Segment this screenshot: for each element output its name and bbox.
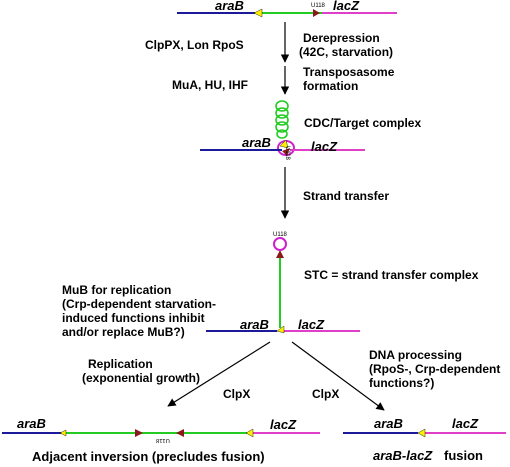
u118-marker-left: [135, 429, 143, 437]
fusion-product: [343, 428, 506, 438]
end-marker: [417, 428, 426, 438]
mu-end-marker: [245, 428, 254, 438]
arrow-dna-processing: [291, 341, 385, 411]
mub-label-line-3: induced functions inhibit: [62, 311, 205, 325]
derepression-label: Derepression: [303, 31, 380, 45]
u118-label: U118: [311, 3, 325, 9]
replication-label: Replication: [88, 357, 153, 371]
mu-left-end-marker: [279, 139, 289, 149]
ara-gene-label: araB: [17, 416, 46, 431]
ara-gene-label: araB: [215, 0, 244, 13]
transposasome-formation-label: formation: [303, 79, 359, 93]
mu-left-end-marker: [276, 325, 285, 334]
lac-gene-label: lacZ: [270, 417, 297, 432]
mu-left-end-marker: [253, 8, 263, 18]
fusion-label: fusion: [444, 448, 483, 463]
transposasome-label: Transposasome: [303, 65, 395, 79]
lac-gene-label: lacZ: [311, 139, 338, 154]
stc-complex: [206, 237, 360, 334]
ara-gene-label: araB: [242, 135, 271, 150]
inversion-product: [2, 428, 320, 438]
fusion-gene-label: araB-lacZ: [373, 448, 433, 463]
lac-gene-label: lacZ: [333, 0, 360, 13]
replication-condition-label: (exponential growth): [82, 371, 200, 385]
arrow-replication: [167, 341, 271, 407]
u118-marker: [276, 250, 284, 258]
factors-2-label: MuA, HU, IHF: [172, 78, 248, 92]
u118-label: U118: [284, 146, 290, 160]
mub-label-line-1: MuB for replication: [62, 283, 172, 297]
ara-gene-label: araB: [240, 317, 269, 332]
adjacent-inversion-label: Adjacent inversion (precludes fusion): [32, 449, 265, 464]
mub-label-line-2: (Crp-dependent starvation-: [62, 297, 217, 311]
mub-label-line-4: and/or replace MuB?): [62, 325, 185, 339]
derepression-conditions-label: (42C, starvation): [299, 45, 394, 59]
u118-marker-right: [176, 429, 184, 437]
u118-label: U118: [156, 437, 170, 443]
end-marker: [59, 429, 67, 437]
stc-label: STC = strand transfer complex: [304, 268, 479, 282]
lac-gene-label: lacZ: [452, 416, 479, 431]
factors-1-label: ClpPX, Lon RpoS: [145, 38, 244, 52]
u118-marker: [282, 148, 290, 156]
dna-processing-label: DNA processing: [369, 348, 462, 362]
clpx-left-label: ClpX: [223, 387, 251, 401]
u118-label: U118: [273, 232, 287, 238]
top-dna-strand: [177, 8, 397, 18]
cdc-label: CDC/Target complex: [304, 116, 422, 130]
dna-processing-detail-1: (RpoS-, Crp-dependent: [369, 362, 501, 376]
strand-transfer-label: Strand transfer: [303, 189, 390, 203]
cdc-complex: [200, 100, 365, 156]
u118-marker: [313, 9, 320, 17]
dna-processing-detail-2: functions?): [369, 376, 435, 390]
stc-loop: [273, 237, 287, 251]
ara-gene-label: araB: [374, 416, 403, 431]
lac-gene-label: lacZ: [298, 317, 325, 332]
clpx-right-label: ClpX: [312, 387, 340, 401]
supercoiled-mu: [275, 100, 289, 139]
